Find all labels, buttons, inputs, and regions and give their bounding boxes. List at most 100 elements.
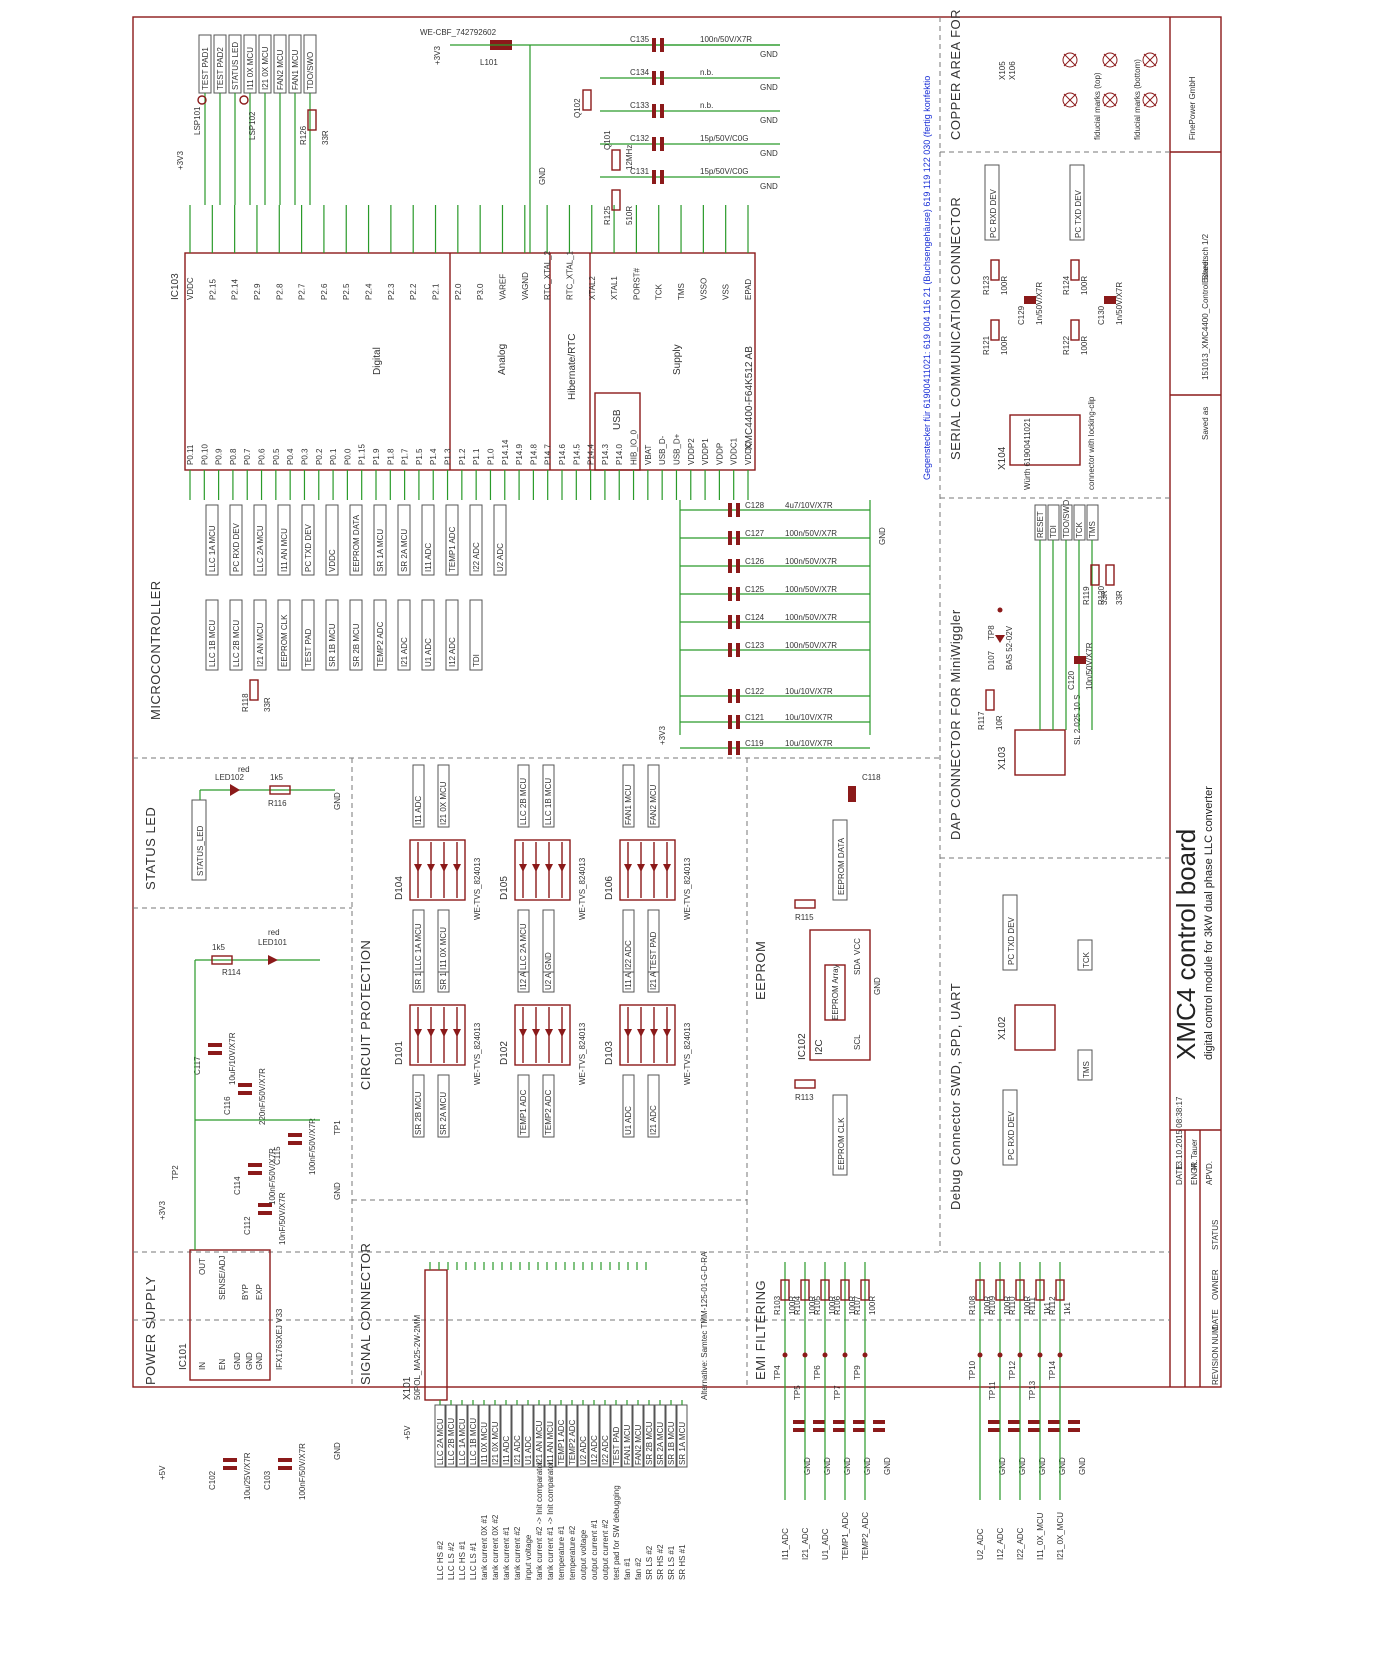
mcu-bottom-pin: P14.14 [501, 439, 510, 465]
x104-note: connector with locking-clip [1087, 396, 1096, 490]
signal-desc: output current #1 [590, 1519, 599, 1580]
net-tag [445, 599, 459, 671]
cap-ref: C131 [630, 167, 650, 176]
status-gnd: GND [333, 792, 342, 810]
engr-value: M. Tauer [1190, 1139, 1199, 1170]
capacitor-icon [1048, 1420, 1060, 1424]
serial-part-value: 100R [1000, 276, 1009, 295]
mcu-top-pin: P2.3 [387, 283, 396, 300]
emi-net: TEMP2_ADC [861, 1512, 870, 1560]
bottom-net-label: SR 2B MCU [352, 623, 361, 667]
c118-label: C118 [862, 773, 881, 782]
tvs-body [619, 839, 676, 901]
emi-r-ref: R109 [988, 1295, 997, 1315]
x101-label: X101 [402, 1376, 413, 1400]
ic101-body [189, 1249, 271, 1381]
bottom-net-label: I11 AN MCU [280, 528, 289, 572]
cap-value: 100n/50V/X7R [700, 35, 752, 44]
capacitor-icon [728, 643, 732, 657]
emi-tp: TP11 [988, 1381, 997, 1400]
serial-rxd-net: PC RXD DEV [989, 188, 998, 238]
l101-value: WE-CBF_742792602 [420, 28, 497, 37]
signal-desc: tank current 0X #1 [480, 1514, 489, 1580]
capacitor-icon [728, 689, 732, 703]
net-tag [205, 599, 219, 671]
date-label: DATE [1175, 1164, 1184, 1185]
cap-ref: C124 [745, 613, 765, 622]
debug-tck-tag [1077, 939, 1093, 971]
bottom-net-label: EEPROM CLK [280, 614, 289, 667]
eeprom-array-label: EEPROM Array [831, 964, 840, 1020]
capacitor-icon [288, 1141, 302, 1145]
mcu-ref: IC103 [170, 273, 181, 300]
x101-alt: Alternative: Samtec TMM-125-01-G-D-RA [700, 1251, 709, 1400]
debug-tms-net: TMS [1082, 1061, 1091, 1078]
bottom-net-label: LLC 2B MCU [232, 620, 241, 667]
emi-net: I22_ADC [1016, 1527, 1025, 1560]
emi-net: I11_0X_MCU [1036, 1512, 1045, 1560]
tvs-ref: D104 [394, 876, 405, 900]
mcu-bottom-pin: P1.3 [444, 448, 453, 465]
cap-ref: C123 [745, 641, 765, 650]
x104-body [1009, 414, 1081, 466]
resistor-icon [1090, 564, 1100, 586]
cap-ref: C115 [273, 1146, 282, 1165]
capacitor-icon [1028, 1428, 1040, 1432]
capacitor-icon [728, 615, 732, 629]
x103-label: X103 [997, 746, 1008, 770]
cap-value: 15p/50V/C0G [700, 167, 748, 176]
ps-v5: +5V [158, 1465, 167, 1480]
capacitor-icon [988, 1420, 1000, 1424]
emi-tp: TP12 [1008, 1360, 1017, 1380]
signal-net: I12 ADC [590, 1435, 599, 1465]
fiducial-icon [1062, 92, 1078, 108]
ps-gnd: GND [333, 1442, 342, 1460]
signal-net: I21 AN MCU [535, 1420, 544, 1465]
signal-desc: test pad for SW debugging [612, 1485, 621, 1580]
tvs-body [409, 839, 466, 901]
cap-ref: C125 [745, 585, 765, 594]
capacitor-icon [1008, 1420, 1020, 1424]
r126-label: R126 [299, 125, 308, 145]
tvs-net-tag [517, 909, 530, 973]
resistor-r113 [794, 1079, 816, 1089]
debug-rxd-tag [1002, 1089, 1018, 1166]
x102-label: X102 [997, 1016, 1008, 1040]
tvs-net-in: SR 2B MCU [414, 1091, 423, 1135]
debug-tms-tag [1077, 1049, 1093, 1081]
capacitor-icon [238, 1083, 252, 1087]
capacitor-icon [873, 1420, 885, 1424]
cap-value: n.b. [700, 68, 713, 77]
mcu-bottom-pin: P0.5 [272, 448, 281, 465]
test-point-icon [862, 1352, 868, 1358]
section-copper-area: COPPER AREA FOR [948, 9, 963, 140]
x104-label: X104 [997, 446, 1008, 470]
cap-ref: C121 [745, 713, 765, 722]
emi-tp: TP9 [853, 1365, 862, 1380]
resistor-icon [1055, 1279, 1065, 1301]
mcu-bottom-pin: USB_D+ [672, 433, 681, 465]
top-net-label: I11 0X MCU [246, 47, 255, 90]
mcu-bottom-pin: P14.5 [572, 444, 581, 465]
eeprom-clk-tag [832, 1094, 848, 1176]
net-tag [229, 504, 243, 576]
net-tag [301, 504, 315, 576]
capacitor-icon [988, 1428, 1000, 1432]
mcu-top-pin: P2.14 [231, 279, 240, 300]
signal-desc: LLC LS #1 [469, 1542, 478, 1580]
cap-c118 [848, 786, 856, 802]
status-led-net: STATUS_LED [196, 825, 205, 876]
tvs-net-tag [647, 1074, 660, 1138]
cap-ref: C127 [745, 529, 765, 538]
resistor-r115 [794, 899, 816, 909]
signal-desc: tank current #1 [502, 1526, 511, 1580]
signal-net: I11 ADC [502, 1436, 511, 1465]
top-net-label: TDO/SWO [306, 52, 315, 90]
mcu-top-pin: PORST# [632, 267, 641, 300]
signal-net: I11 AN MCU [546, 1421, 555, 1465]
capacitor-icon [278, 1458, 292, 1462]
capacitor-icon [1008, 1428, 1020, 1432]
capacitor-icon [736, 643, 740, 657]
mcu-bottom-pin: P0.6 [258, 448, 267, 465]
